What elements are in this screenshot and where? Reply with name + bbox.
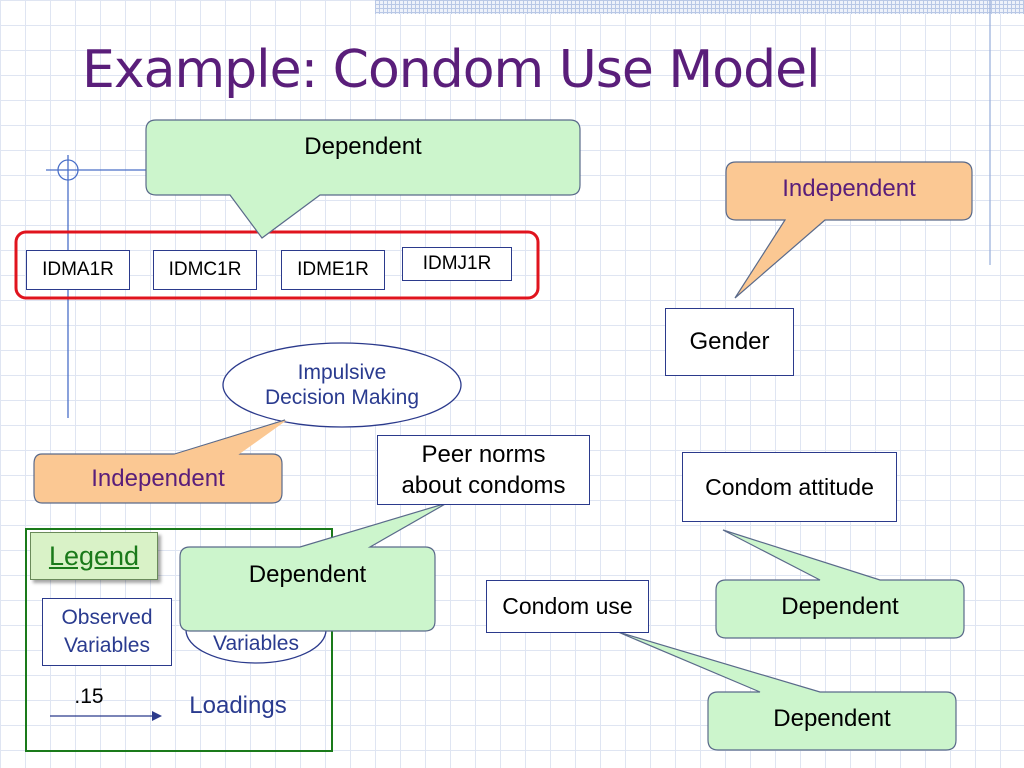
legend-loadings-label: Loadings xyxy=(189,691,287,719)
impulsive-line2: Decision Making xyxy=(264,386,420,409)
callout-independent-right xyxy=(725,161,973,299)
peer-norms-line2: about condoms xyxy=(401,472,566,499)
observed-condom-use: Condom use xyxy=(486,580,649,633)
callout-dependent-attitude-label: Dependent xyxy=(781,592,899,620)
idm-highlight-frame xyxy=(14,230,540,300)
callout-independent-left-label: Independent xyxy=(91,464,225,492)
top-pattern-band xyxy=(375,0,1024,14)
callout-dependent-legend xyxy=(179,502,448,632)
slide-title: Example: Condom Use Model xyxy=(82,40,821,100)
impulsive-line1: Impulsive xyxy=(297,360,387,384)
legend-observed-variables: Observed Variables xyxy=(42,598,172,666)
callout-dependent-use xyxy=(617,631,957,751)
observed-peer-norms: Peer norms about condoms xyxy=(377,435,590,505)
impulsive-decision-ellipse xyxy=(222,342,462,428)
legend-observed-line1: Observed xyxy=(61,605,153,629)
observed-idmj1r: IDMJ1R xyxy=(402,247,512,281)
legend-observed-line2: Variables xyxy=(63,634,150,657)
observed-idmc1r: IDMC1R xyxy=(153,250,257,290)
legend-loading-value: .15 xyxy=(74,685,104,709)
observed-gender: Gender xyxy=(665,308,794,376)
callout-dependent-top-label: Dependent xyxy=(304,132,422,160)
legend-frame xyxy=(25,528,333,752)
observed-idma1r: IDMA1R xyxy=(26,250,130,290)
legend-latent-variables-label: Variables xyxy=(213,632,299,656)
observed-condom-attitude: Condom attitude xyxy=(682,452,897,522)
peer-norms-line1: Peer norms xyxy=(421,440,546,468)
callout-dependent-use-label: Dependent xyxy=(773,704,891,732)
callout-dependent-legend-label: Dependent xyxy=(248,560,367,588)
legend-title: Legend xyxy=(30,532,158,580)
callout-dependent-attitude xyxy=(715,529,965,639)
legend-arrow xyxy=(50,711,162,721)
latent-impulsive-decision-making: Impulsive Decision Making xyxy=(226,352,458,418)
observed-idme1r: IDME1R xyxy=(281,250,385,290)
callout-independent-left-tail-fill xyxy=(173,420,287,455)
callout-independent-right-label: Independent xyxy=(782,174,916,202)
callout-dependent-top xyxy=(145,119,581,239)
